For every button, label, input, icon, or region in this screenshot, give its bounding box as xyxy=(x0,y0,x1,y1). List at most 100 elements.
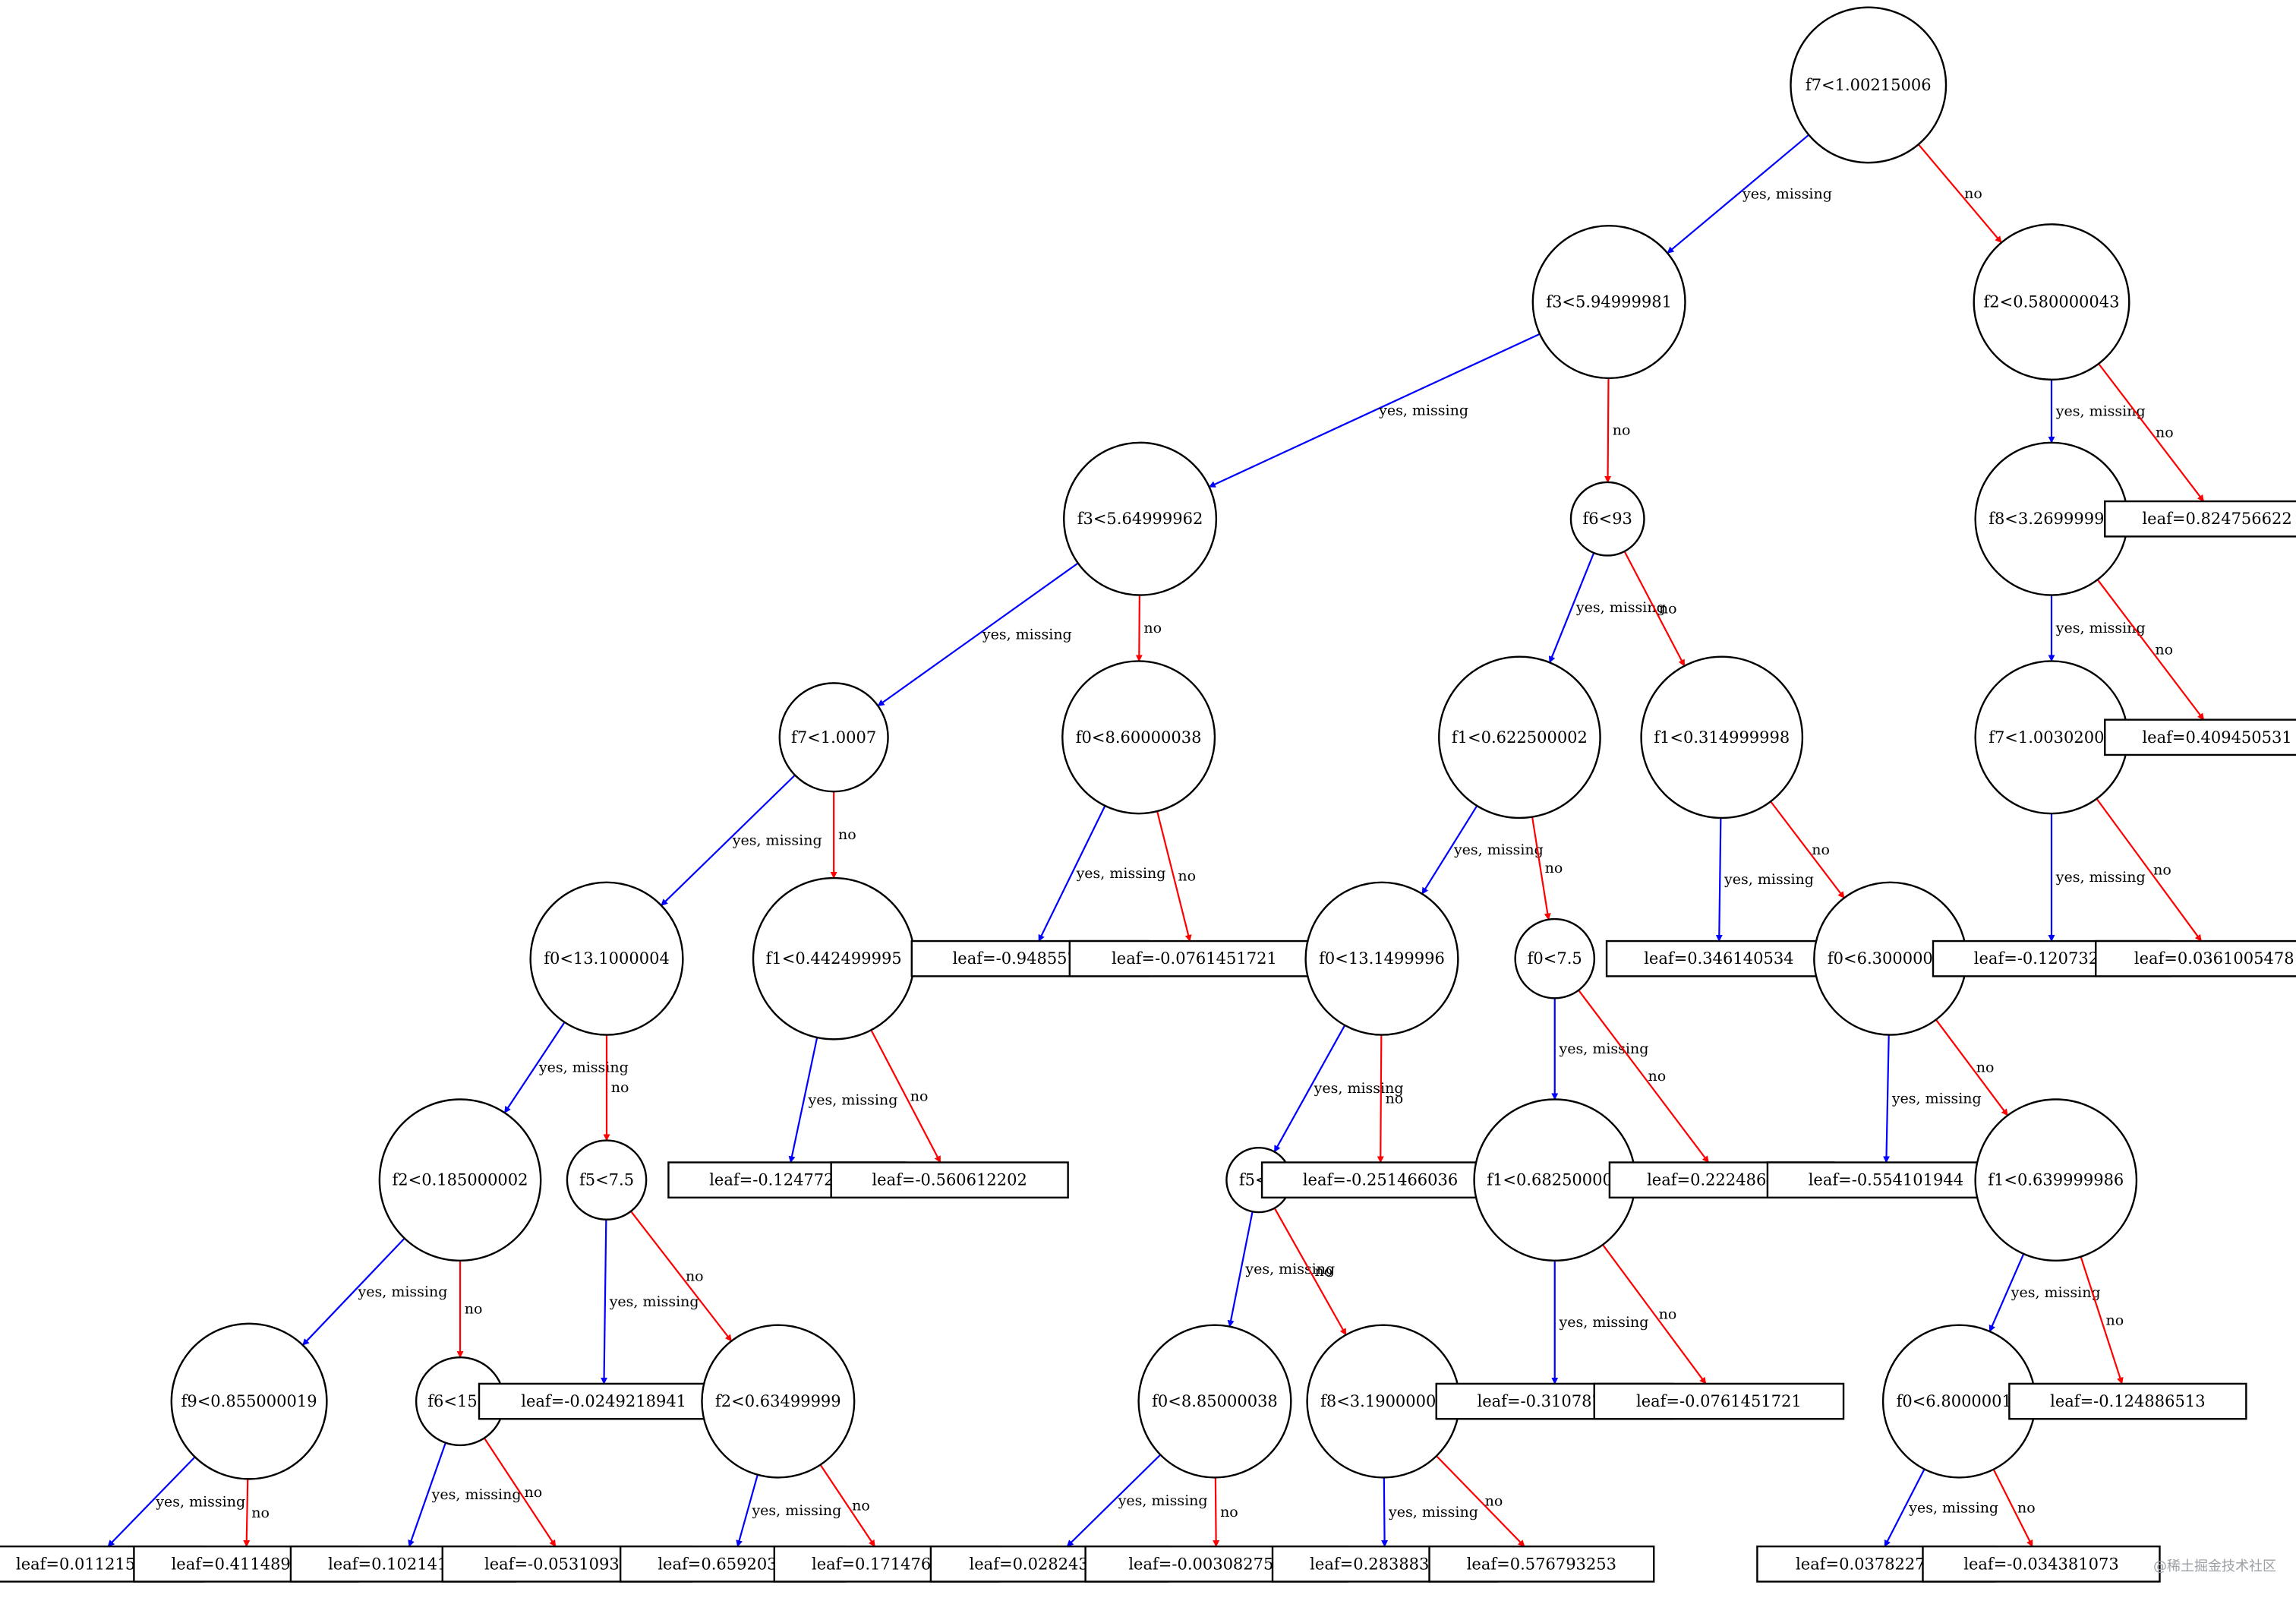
leaf-node-box xyxy=(1068,939,1320,977)
split-node-n8: f1<0.622500002 xyxy=(1438,655,1601,819)
split-node-n7: f0<8.60000038 xyxy=(1061,660,1216,815)
edge-no-n18-n25 xyxy=(1273,1208,1347,1336)
edge-label-no: no xyxy=(852,1497,870,1514)
edge-no-n17-n23 xyxy=(630,1211,733,1342)
edge-label-no: no xyxy=(1485,1493,1503,1510)
edge-yes-n15-l_m0554 xyxy=(1883,1034,1891,1164)
edge-yes-n13-n18 xyxy=(1273,1025,1346,1153)
edge-label-no: no xyxy=(2153,861,2171,878)
split-node-n11: f0<13.1000004 xyxy=(529,881,684,1036)
edge-label-yes: yes, missing xyxy=(1388,1504,1478,1520)
leaf-node-box xyxy=(830,1161,1069,1199)
edge-label-yes: yes, missing xyxy=(2055,869,2146,886)
edge-label-no: no xyxy=(838,826,856,843)
edge-label-no: no xyxy=(1659,1306,1677,1322)
edge-label-yes: yes, missing xyxy=(982,626,1072,643)
split-condition-label: f0<13.1000004 xyxy=(544,949,670,968)
leaf-node-l_0576: leaf=0.576793253 xyxy=(1428,1545,1655,1583)
edge-yes-n25-l_0283 xyxy=(1381,1477,1389,1548)
split-node-n3: f3<5.64999962 xyxy=(1062,441,1218,596)
edge-label-no: no xyxy=(1386,1091,1404,1107)
leaf-node-box xyxy=(1766,1161,2006,1199)
split-node-n5: f8<3.26999998 xyxy=(1974,441,2129,596)
split-node-n13: f0<13.1499996 xyxy=(1304,881,1459,1036)
split-node-n4: f6<93 xyxy=(1569,481,1645,557)
leaf-node-box xyxy=(1922,1545,2161,1583)
edge-no-n22-l_m0053 xyxy=(483,1437,557,1547)
edge-label-yes: yes, missing xyxy=(1742,185,1832,202)
split-node-circle xyxy=(778,682,889,793)
edge-label-no: no xyxy=(1648,1068,1666,1085)
leaf-node-l_0409: leaf=0.409450531 xyxy=(2104,718,2296,756)
leaf-value-label: leaf=0.576793253 xyxy=(1467,1555,1616,1573)
leaf-node-l_m0076b: leaf=-0.0761451721 xyxy=(1593,1382,1845,1420)
edge-no-n4-n9 xyxy=(1623,551,1686,667)
leaf-node-box xyxy=(478,1382,730,1420)
split-node-circle xyxy=(1640,655,1804,819)
edge-yes-n8-n13 xyxy=(1421,805,1478,895)
edge-label-yes: yes, missing xyxy=(431,1486,522,1503)
leaf-node-l_m0251: leaf=-0.251466036 xyxy=(1260,1161,1500,1199)
split-condition-label: f1<0.622500002 xyxy=(1452,728,1588,747)
leaf-node-l_m0034: leaf=-0.034381073 xyxy=(1922,1545,2161,1583)
split-node-n14: f0<7.5 xyxy=(1514,917,1596,999)
split-condition-label: f7<1.00215006 xyxy=(1806,76,1932,94)
leaf-node-l_0346: leaf=0.346140534 xyxy=(1605,939,1832,977)
split-node-circle xyxy=(1531,225,1686,380)
edge-label-yes: yes, missing xyxy=(1453,842,1544,858)
edge-no-n12-l_m0560 xyxy=(870,1029,941,1164)
edge-no-n9-n15 xyxy=(1770,800,1845,899)
edge-label-no: no xyxy=(2155,641,2173,658)
split-node-n15: f0<6.30000019 xyxy=(1813,881,1968,1036)
edge-label-yes: yes, missing xyxy=(1559,1040,1649,1057)
edge-label-yes: yes, missing xyxy=(2011,1284,2101,1301)
edge-label-yes: yes, missing xyxy=(155,1493,245,1510)
edge-no-n5-l_0409 xyxy=(2096,579,2205,721)
leaf-value-label: leaf=0.346140534 xyxy=(1644,949,1793,968)
leaf-value-label: leaf=-0.554101944 xyxy=(1809,1171,1963,1189)
edge-yes-n21-l_0011 xyxy=(107,1456,196,1547)
edge-no-n23-l_0171 xyxy=(819,1464,876,1547)
edge-yes-n17-l_m0024 xyxy=(601,1219,608,1385)
split-node-n2: f2<0.580000043 xyxy=(1973,223,2130,381)
edge-label-no: no xyxy=(1314,1263,1332,1280)
edge-label-yes: yes, missing xyxy=(732,832,822,848)
edge-yes-n6-n11 xyxy=(661,774,796,906)
edge-yes-n3-n6 xyxy=(877,562,1079,707)
edge-yes-n7-l_m0948 xyxy=(1038,805,1106,942)
split-condition-label: f1<0.682500005 xyxy=(1487,1171,1623,1189)
edge-label-no: no xyxy=(251,1505,270,1521)
split-node-circle xyxy=(1973,223,2130,381)
split-condition-label: f2<0.63499999 xyxy=(715,1392,841,1410)
edge-label-no: no xyxy=(1545,860,1563,876)
split-condition-label: f0<13.1499996 xyxy=(1319,949,1445,968)
edge-no-n0-n2 xyxy=(1917,144,2002,244)
split-node-n17: f5<7.5 xyxy=(566,1139,648,1220)
edge-yes-n0-n1 xyxy=(1667,134,1809,254)
edge-no-n25-l_0576 xyxy=(1436,1455,1525,1547)
edge-label-yes: yes, missing xyxy=(609,1293,699,1310)
edge-label-no: no xyxy=(2105,1312,2124,1328)
edge-label-yes: yes, missing xyxy=(751,1502,841,1519)
edge-label-yes: yes, missing xyxy=(1076,865,1166,882)
edge-no-n21-l_0411 xyxy=(243,1479,251,1548)
split-condition-label: f8<3.19000006 xyxy=(1320,1392,1446,1410)
split-condition-label: f2<0.580000043 xyxy=(1983,293,2119,311)
split-node-circle xyxy=(701,1324,856,1479)
edge-label-no: no xyxy=(1613,422,1631,438)
leaf-node-box xyxy=(2104,500,2296,538)
split-node-n12: f1<0.442499995 xyxy=(752,876,916,1040)
split-condition-label: f9<0.855000019 xyxy=(181,1392,317,1410)
edge-label-yes: yes, missing xyxy=(1908,1499,1998,1516)
edge-no-n19-l_m0076b xyxy=(1602,1244,1707,1385)
split-condition-label: f5<7.5 xyxy=(579,1171,634,1189)
split-node-circle xyxy=(1137,1324,1292,1479)
split-condition-label: f0<8.85000038 xyxy=(1152,1392,1278,1410)
split-condition-label: f0<8.60000038 xyxy=(1076,728,1202,747)
edge-label-yes: yes, missing xyxy=(1118,1492,1208,1509)
split-node-circle xyxy=(566,1139,648,1220)
split-node-circle xyxy=(1061,660,1216,815)
edge-yes-n11-n16 xyxy=(503,1022,566,1113)
